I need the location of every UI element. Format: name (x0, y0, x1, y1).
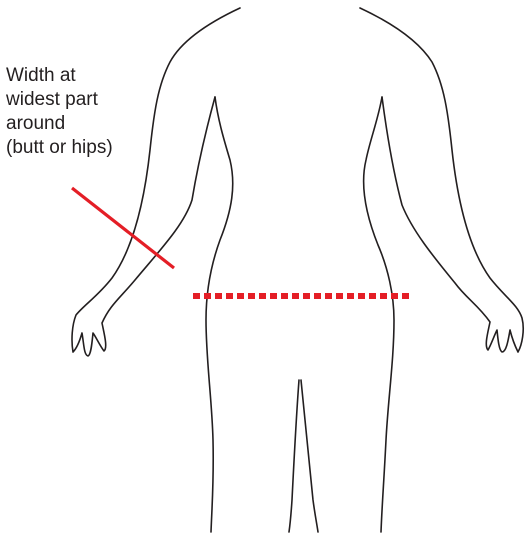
right-inner-leg-outline (301, 380, 318, 532)
right-torso-outline (364, 97, 394, 532)
left-inner-leg-outline (289, 380, 299, 532)
label-line-1: Width at (6, 64, 113, 88)
right-arm-outline (360, 8, 523, 352)
label-line-4: (butt or hips) (6, 136, 113, 160)
measurement-label: Width at widest part around (butt or hip… (6, 64, 113, 160)
label-line-3: around (6, 112, 113, 136)
label-line-2: widest part (6, 88, 113, 112)
pointer-line (72, 188, 174, 268)
left-torso-outline (206, 97, 233, 532)
left-arm-outline (72, 8, 240, 356)
